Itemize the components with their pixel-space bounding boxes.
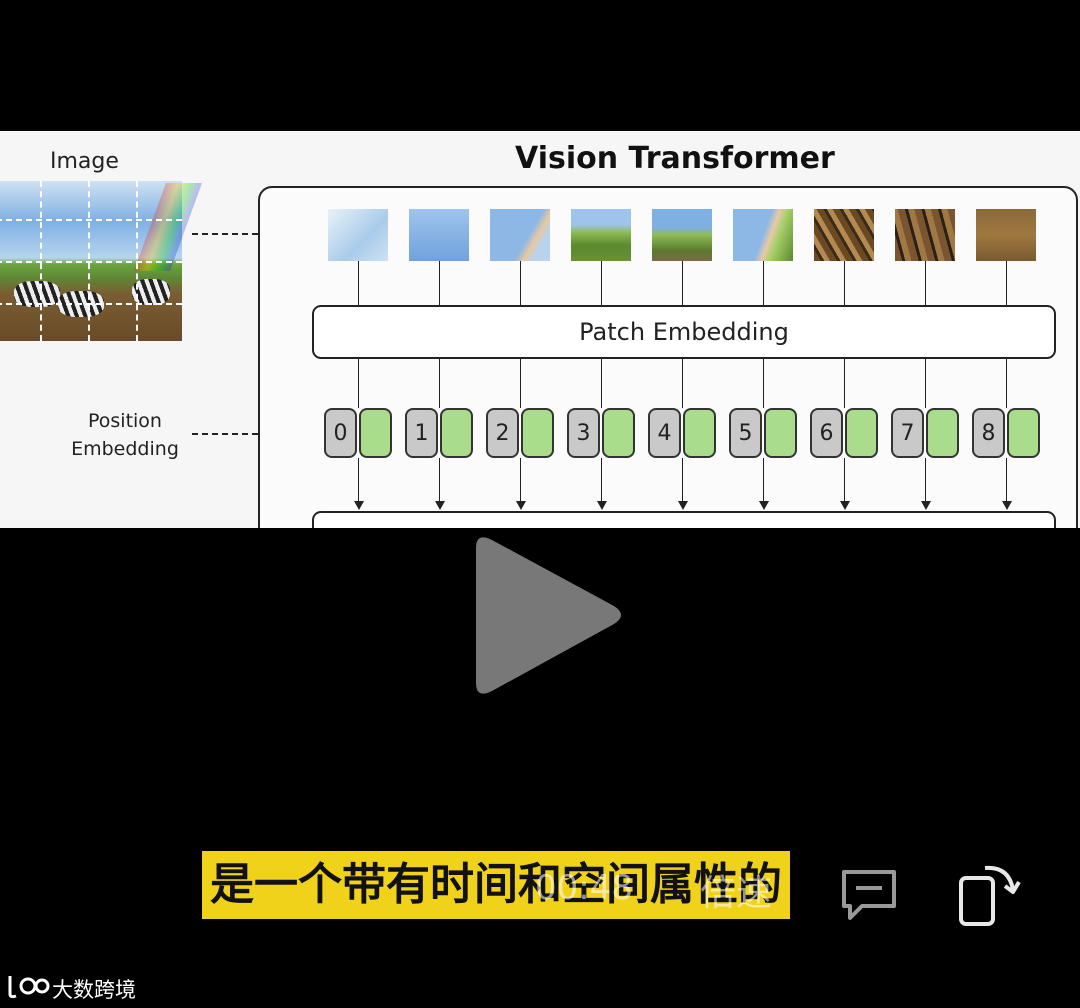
connector-line <box>844 357 845 408</box>
connector-line <box>601 261 602 305</box>
embedding-token <box>521 408 554 458</box>
connector-line <box>925 458 926 503</box>
patch-grid-line <box>0 303 182 305</box>
brand-logo-icon <box>8 976 50 999</box>
connector-arrow-head <box>354 501 364 510</box>
connector-line <box>682 261 683 305</box>
position-index-token: 6 <box>810 408 843 458</box>
position-index-token: 0 <box>324 408 357 458</box>
connector-line <box>358 261 359 305</box>
connector-arrow-head <box>597 501 607 510</box>
embedding-token <box>602 408 635 458</box>
connector-line <box>682 458 683 503</box>
connector-line <box>358 357 359 408</box>
rotate-screen-icon[interactable] <box>955 860 1021 928</box>
connector-line <box>520 357 521 408</box>
image-patch-3 <box>571 209 631 261</box>
image-patch-4 <box>652 209 712 261</box>
image-patch-2 <box>490 209 550 261</box>
connector-line <box>763 357 764 408</box>
connector-line <box>439 458 440 503</box>
transformer-encoder-box <box>312 511 1056 528</box>
connector-arrow-head <box>435 501 445 510</box>
connector-line <box>925 261 926 305</box>
position-arrow <box>192 433 298 435</box>
position-label-line2: Embedding <box>71 438 179 460</box>
connector-arrow-head <box>921 501 931 510</box>
patch-grid-line <box>0 219 182 221</box>
image-patch-0 <box>328 209 388 261</box>
connector-arrow-head <box>759 501 769 510</box>
image-patch-6 <box>814 209 874 261</box>
connector-line <box>520 458 521 503</box>
image-patch-1 <box>409 209 469 261</box>
connector-line <box>439 357 440 408</box>
connector-line <box>1006 261 1007 305</box>
embedding-token <box>683 408 716 458</box>
video-frame-slide: Image Vision Transformer Position Embedd… <box>0 131 1080 528</box>
connector-arrow-head <box>840 501 850 510</box>
image-patch-5 <box>733 209 793 261</box>
connector-line <box>844 458 845 503</box>
play-icon[interactable] <box>462 528 632 703</box>
image-patch-7 <box>895 209 955 261</box>
image-patch-8 <box>976 209 1036 261</box>
embedding-token <box>764 408 797 458</box>
connector-arrow-head <box>678 501 688 510</box>
connector-line <box>1006 357 1007 408</box>
connector-line <box>520 261 521 305</box>
embedding-token <box>1007 408 1040 458</box>
subtitle-caption: 是一个带有时间和空间属性的 <box>202 851 790 919</box>
connector-line <box>601 458 602 503</box>
position-index-token: 5 <box>729 408 762 458</box>
brand-name: 大数跨境 <box>52 978 136 1002</box>
embedding-token <box>926 408 959 458</box>
connector-line <box>925 357 926 408</box>
position-embedding-label: Position Embedding <box>66 407 184 463</box>
connector-line <box>844 261 845 305</box>
embedding-token <box>440 408 473 458</box>
connector-arrow-head <box>516 501 526 510</box>
position-index-token: 8 <box>972 408 1005 458</box>
patch-arrow <box>192 233 298 235</box>
position-index-token: 1 <box>405 408 438 458</box>
image-label: Image <box>50 149 119 174</box>
zebra-graphic <box>132 279 170 305</box>
connector-line <box>1006 458 1007 503</box>
comment-icon[interactable] <box>838 866 900 922</box>
playback-speed-button[interactable]: 倍速 <box>700 873 773 914</box>
position-label-line1: Position <box>88 410 162 432</box>
position-index-token: 7 <box>891 408 924 458</box>
connector-arrow-head <box>1002 501 1012 510</box>
patch-embedding-box: Patch Embedding <box>312 305 1056 359</box>
connector-line <box>439 261 440 305</box>
embedding-token <box>845 408 878 458</box>
connector-line <box>763 261 764 305</box>
patch-grid-line <box>0 261 182 263</box>
position-index-token: 3 <box>567 408 600 458</box>
patch-embedding-label: Patch Embedding <box>579 318 789 346</box>
embedding-token <box>359 408 392 458</box>
position-index-token: 4 <box>648 408 681 458</box>
connector-line <box>763 458 764 503</box>
connector-line <box>682 357 683 408</box>
connector-line <box>601 357 602 408</box>
playback-timestamp: 00:48 <box>535 868 633 908</box>
connector-line <box>358 458 359 503</box>
position-index-token: 2 <box>486 408 519 458</box>
slide-title: Vision Transformer <box>515 141 835 176</box>
zebra-graphic <box>14 281 60 307</box>
